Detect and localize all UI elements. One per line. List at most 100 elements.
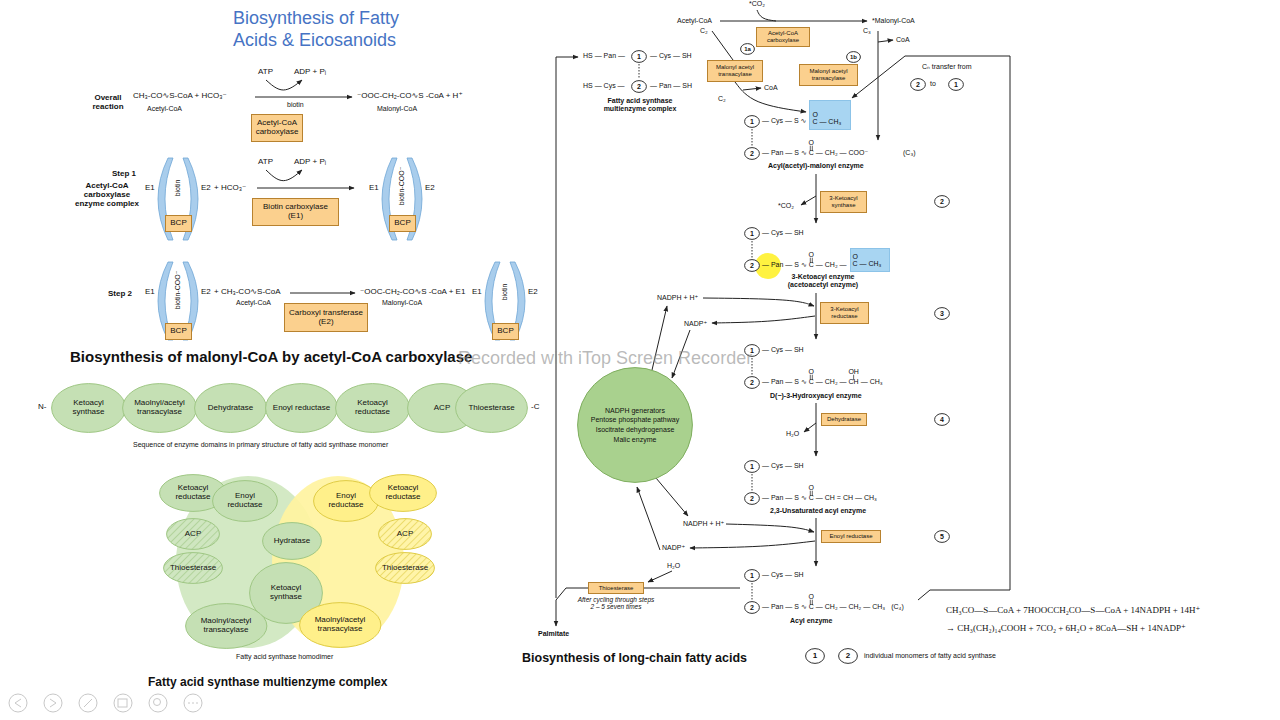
toolbar-button bbox=[184, 694, 202, 712]
label-text: + CH₃-CO∿S-CoA bbox=[214, 288, 281, 297]
node-text: Maolnyl/acetyl transacylase bbox=[193, 617, 259, 635]
enzyme-box: 3-Ketoacyl reductase bbox=[820, 302, 869, 324]
reaction-arrow bbox=[816, 293, 817, 339]
label-text: D(−)-3-Hydroxyacyl enzyme bbox=[770, 392, 862, 400]
label-text: Fatty acid synthase homodimer bbox=[236, 653, 333, 661]
label-text: NADP⁺ bbox=[684, 320, 707, 328]
label-text: — Cys — SH bbox=[650, 52, 692, 60]
reaction-arrow bbox=[804, 423, 816, 432]
node-shape bbox=[263, 523, 322, 560]
node-shape bbox=[336, 384, 410, 433]
label-text: — CH₂ — bbox=[816, 378, 847, 386]
label-text: HS — Pan — bbox=[583, 52, 625, 60]
node-shape bbox=[185, 604, 266, 649]
toolbar-button bbox=[79, 694, 97, 712]
node-text: 2 bbox=[846, 652, 850, 661]
domain-ellipse: ACP bbox=[166, 518, 220, 550]
label-text: C₂ bbox=[700, 27, 708, 35]
node-text: Maolnyl/acetyl transacylase bbox=[307, 616, 373, 634]
label-text: CH bbox=[849, 378, 859, 386]
reaction-arrow bbox=[801, 196, 816, 205]
domain-ellipse: Maolnyl/acetyl transacylase bbox=[185, 603, 267, 649]
enzyme-box: Acetyl-CoA carboxylase bbox=[756, 27, 810, 47]
monomer-circle: 2 bbox=[744, 492, 760, 505]
label-text: H₂O bbox=[786, 430, 799, 438]
step-number: 1a bbox=[740, 43, 755, 55]
label-text: ADP + Pᵢ bbox=[294, 158, 326, 167]
node-shape bbox=[847, 52, 861, 63]
node-shape bbox=[935, 531, 950, 543]
node-text: Acetyl-CoA carboxylase bbox=[255, 119, 299, 137]
label-text: — Cys — SH bbox=[762, 571, 804, 579]
reaction-arrow bbox=[726, 524, 814, 532]
node-text: BCP bbox=[394, 219, 410, 228]
reaction-arrow bbox=[648, 571, 672, 582]
monomer-circle: 2 bbox=[744, 147, 760, 160]
node-shape bbox=[810, 101, 851, 130]
label-text: Malonyl-CoA bbox=[382, 299, 422, 307]
enzyme-box: Thioesterase bbox=[588, 582, 644, 594]
label-text: ADP + Pᵢ bbox=[294, 68, 326, 77]
label-text: CoA bbox=[896, 36, 910, 44]
reaction-arrow bbox=[735, 82, 806, 112]
label-text: C₂ bbox=[718, 95, 726, 103]
highlight-box: OC — CH₃ bbox=[850, 248, 890, 272]
node-text: 1 bbox=[750, 463, 754, 471]
reaction-arrow bbox=[816, 403, 817, 456]
label-text: Overall reaction bbox=[86, 94, 130, 112]
node-text: 2 bbox=[750, 150, 754, 158]
domain-ellipse: Hydratase bbox=[262, 522, 322, 560]
reaction-arrow bbox=[656, 478, 688, 516]
label-text: ATP bbox=[258, 68, 273, 77]
label-text: *CO₂ bbox=[778, 202, 794, 210]
label-text: — CH₂ — CH₂ — CH₃ bbox=[816, 603, 885, 611]
label-text: HS — Cys — bbox=[583, 82, 625, 90]
node-shape bbox=[745, 148, 760, 160]
reaction-arrow bbox=[556, 57, 578, 598]
node-shape bbox=[166, 216, 192, 232]
label-text: — Pan — S ∿ bbox=[762, 378, 807, 386]
node-text: Thioesterase bbox=[382, 564, 428, 573]
rotated-label: biotin-COO⁻ bbox=[174, 271, 182, 310]
reaction-arrow bbox=[816, 174, 817, 223]
enzyme-box: Carboxyl transferase (E2) bbox=[284, 303, 368, 332]
node-shape bbox=[164, 553, 223, 584]
label-text: E2 bbox=[425, 184, 435, 193]
node-shape bbox=[167, 519, 220, 550]
label-text: N- bbox=[38, 403, 46, 412]
monomer-circle: 1 bbox=[805, 648, 825, 664]
node-shape bbox=[935, 196, 950, 208]
node-text: Thioesterase bbox=[599, 585, 634, 592]
node-shape bbox=[285, 304, 368, 332]
domain-ellipse: Ketoacyl reductase bbox=[335, 383, 410, 433]
domain-ellipse: Maolnyl/acetyl transacylase bbox=[122, 383, 197, 433]
label-text: Biosynthesis of malonyl-CoA by acetyl-Co… bbox=[70, 349, 472, 366]
rotated-label: biotin-COO⁻ bbox=[398, 167, 406, 206]
node-text: 3 bbox=[940, 310, 944, 318]
step-number: 3 bbox=[934, 307, 950, 320]
label-text: C bbox=[809, 494, 814, 502]
title: Biosynthesis of Fatty Acids & Eicosanoid… bbox=[233, 8, 428, 51]
node-shape bbox=[589, 583, 644, 594]
label-text: Fatty acid synthase multienzyme complex bbox=[148, 676, 387, 689]
label-text: 3-Ketoacyl enzyme (acetoacetyl enzyme) bbox=[778, 273, 868, 288]
dotted-link bbox=[752, 129, 753, 146]
node-shape bbox=[821, 303, 869, 324]
enzyme-box: 3-Ketoacyl synthase bbox=[820, 191, 867, 213]
label-text: — Pan — S ∿ bbox=[762, 261, 807, 269]
enzyme-box: Biotin carboxylase (E1) bbox=[252, 198, 339, 226]
domain-ellipse: Enoyl reductase bbox=[212, 480, 278, 522]
enzyme-box: Malonyl acetyl transacylase bbox=[799, 64, 858, 86]
reaction-arrow bbox=[266, 80, 302, 90]
node-shape bbox=[578, 368, 693, 483]
label-text: NADPH + H⁺ bbox=[683, 520, 724, 528]
monomer-circle: 2 bbox=[631, 80, 647, 93]
node-text: C — CH₃ bbox=[853, 260, 882, 268]
reaction-arrow bbox=[712, 31, 733, 60]
label-text: Acyl enzyme bbox=[790, 617, 832, 625]
node-outline bbox=[850, 248, 890, 272]
node-shape bbox=[632, 51, 647, 63]
node-shape bbox=[195, 384, 267, 433]
label-text: CH₃CO—S—CoA + 7HOOCCH₂CO—S—CoA + 14NADPH… bbox=[946, 606, 1200, 616]
node-shape bbox=[745, 493, 760, 505]
